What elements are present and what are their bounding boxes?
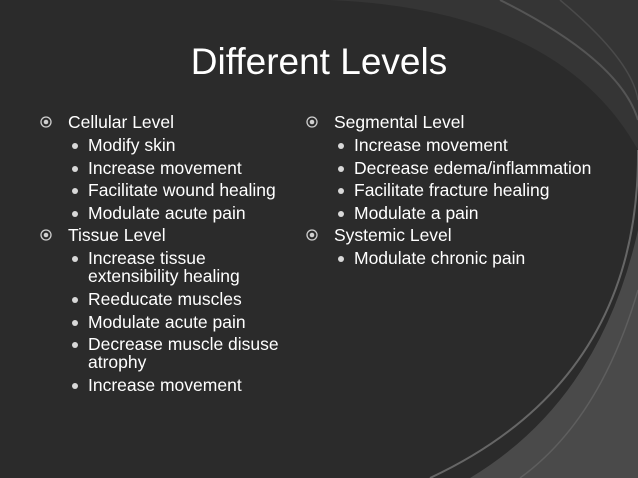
item-text: Modulate chronic pain	[354, 248, 526, 269]
target-bullet-icon	[40, 116, 52, 128]
dot-bullet-icon	[72, 319, 78, 326]
list-item: Decrease muscle disuse atrophy	[40, 335, 280, 371]
list-item: Reeducate muscles	[40, 290, 280, 308]
left-column: Cellular Level Modify skin Increase move…	[40, 113, 280, 398]
list-item: Increase movement	[40, 159, 280, 177]
dot-bullet-icon	[338, 165, 344, 172]
level-item-cellular: Cellular Level	[40, 113, 280, 131]
dot-bullet-icon	[338, 210, 344, 217]
level-label: Systemic Level	[334, 225, 452, 246]
item-text: Modulate acute pain	[88, 311, 246, 332]
list-item: Modify skin	[40, 136, 280, 154]
slide-title: Different Levels	[190, 41, 448, 82]
level-label: Segmental Level	[334, 112, 465, 132]
dot-bullet-icon	[72, 256, 78, 263]
item-text: Increase movement	[354, 135, 508, 155]
dot-bullet-icon	[338, 188, 344, 195]
dot-bullet-icon	[72, 188, 78, 195]
item-text: Facilitate fracture healing	[354, 180, 550, 201]
item-text: Reeducate muscles	[88, 288, 242, 309]
item-text: Modulate a pain	[354, 202, 479, 223]
dot-bullet-icon	[72, 143, 78, 149]
list-item: Modulate a pain	[306, 204, 606, 222]
list-item: Modulate chronic pain	[306, 249, 606, 267]
dot-bullet-icon	[338, 256, 344, 263]
dot-bullet-icon	[72, 296, 78, 303]
list-item: Modulate acute pain	[40, 204, 280, 222]
level-label: Tissue Level	[68, 225, 166, 246]
list-item: Increase movement	[40, 376, 280, 394]
list-item: Facilitate fracture healing	[306, 181, 606, 199]
right-column: Segmental Level Increase movement Decrea…	[306, 113, 606, 272]
list-item: Decrease edema/inflammation	[306, 159, 606, 177]
item-text: Decrease edema/inflammation	[354, 157, 592, 178]
item-text: Modify skin	[88, 135, 176, 155]
dot-bullet-icon	[338, 143, 344, 149]
dot-bullet-icon	[72, 210, 78, 217]
dot-bullet-icon	[72, 382, 78, 389]
level-item-segmental: Segmental Level	[306, 113, 606, 131]
item-text: Decrease muscle disuse atrophy	[88, 334, 279, 373]
list-item: Modulate acute pain	[40, 313, 280, 331]
item-text: Increase movement	[88, 157, 242, 178]
item-text: Increase movement	[88, 374, 242, 395]
item-text: Increase tissue extensibility healing	[88, 248, 240, 287]
level-label: Cellular Level	[68, 112, 175, 132]
level-item-systemic: Systemic Level	[306, 226, 606, 244]
item-text: Modulate acute pain	[88, 202, 246, 223]
level-item-tissue: Tissue Level	[40, 226, 280, 244]
list-item: Increase tissue extensibility healing	[40, 249, 280, 285]
target-bullet-icon	[306, 229, 318, 242]
target-bullet-icon	[40, 229, 52, 242]
target-bullet-icon	[306, 116, 318, 128]
dot-bullet-icon	[72, 342, 78, 349]
dot-bullet-icon	[72, 165, 78, 172]
item-text: Facilitate wound healing	[88, 180, 276, 201]
list-item: Facilitate wound healing	[40, 181, 280, 199]
list-item: Increase movement	[306, 136, 606, 154]
